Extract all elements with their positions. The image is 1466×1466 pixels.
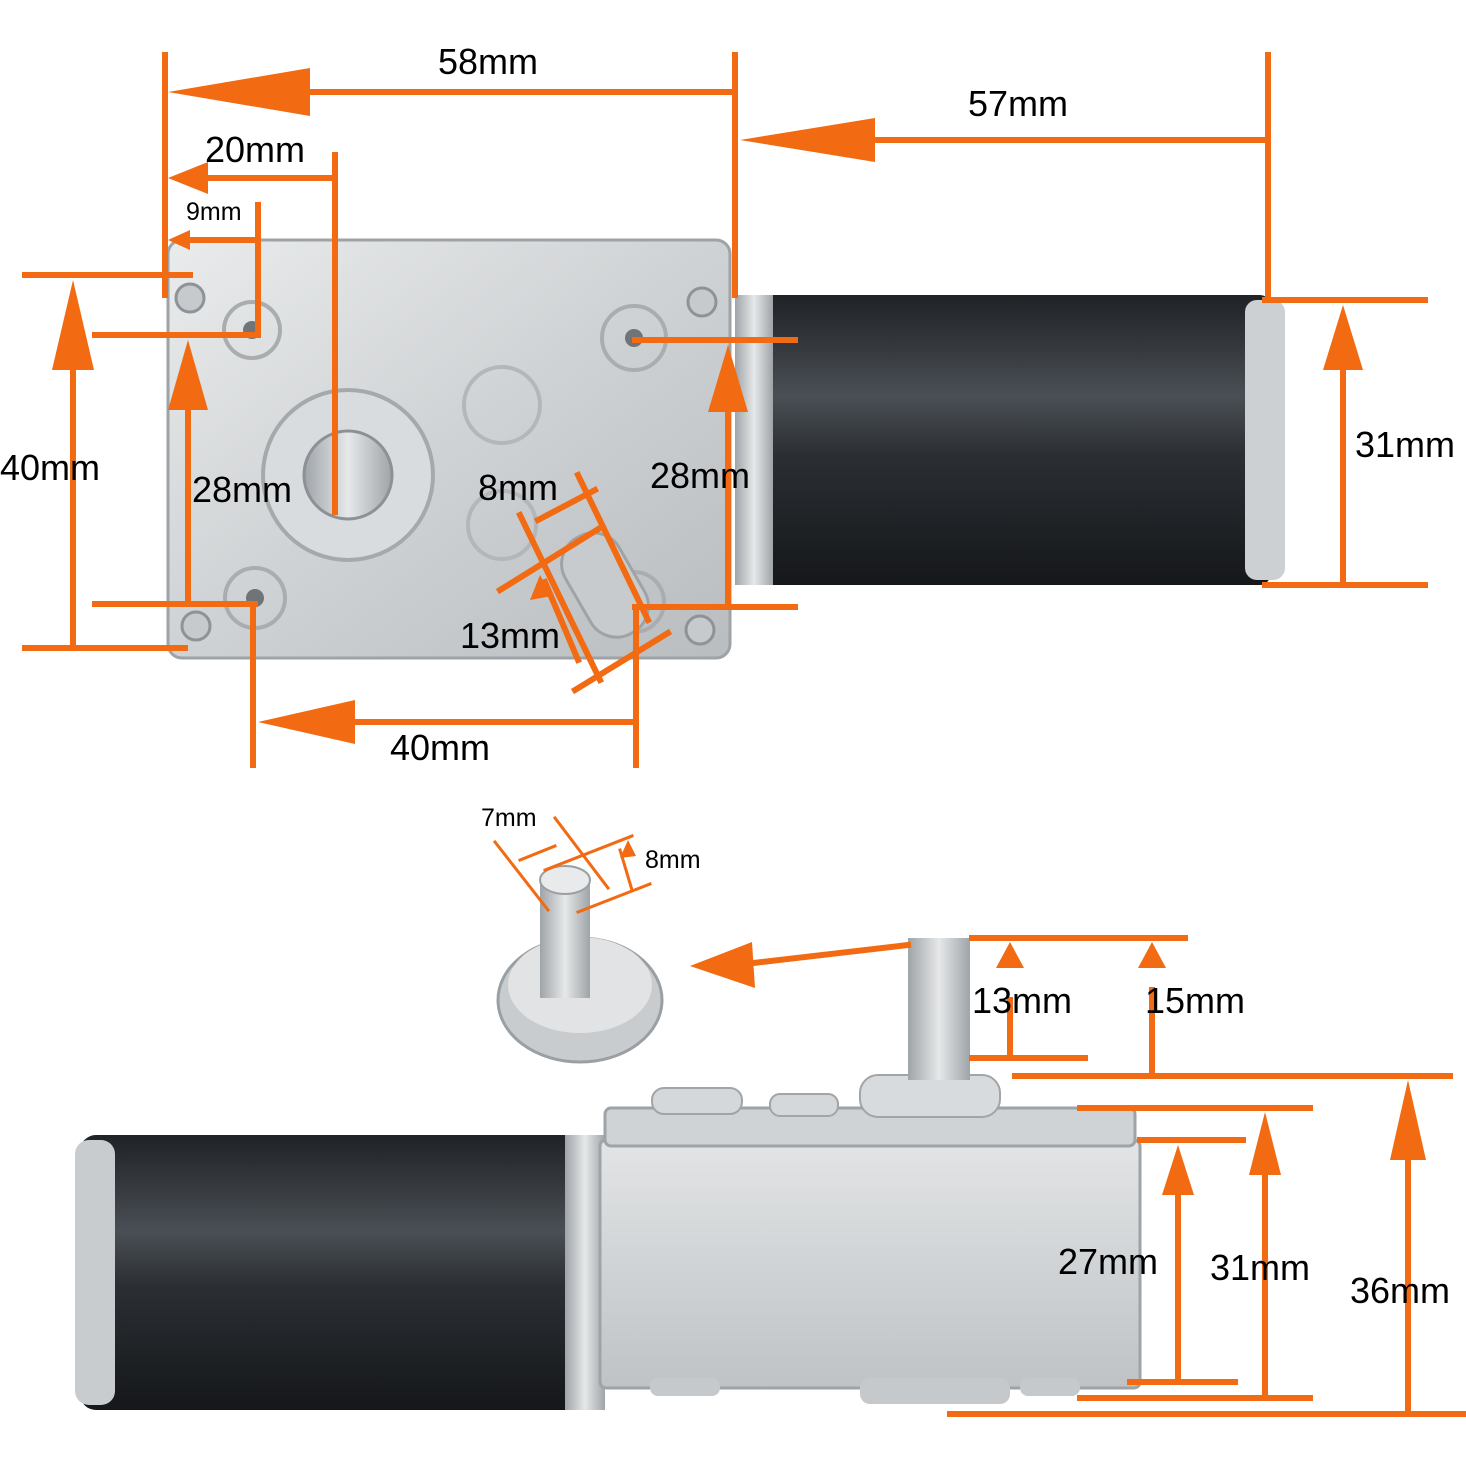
label-motor-diameter: 31mm [1355, 424, 1455, 465]
motor-collar [735, 295, 773, 585]
boss [466, 489, 538, 561]
motor-can [80, 1135, 605, 1410]
label-flat-depth: 8mm [645, 846, 701, 874]
label-hole-spacing-right: 28mm [650, 455, 750, 496]
arrow-up-icon [1323, 305, 1363, 370]
label-body-with-plate: 31mm [1210, 1247, 1310, 1288]
motor-can [735, 295, 1270, 585]
label-flat-length: 13mm [460, 615, 560, 656]
output-shaft [302, 429, 394, 521]
arrow-left-icon [168, 68, 310, 116]
label-housing-height: 40mm [0, 447, 100, 488]
arrow-left-icon [168, 230, 190, 250]
screw-icon [174, 282, 206, 314]
label-shaft-flat-height: 13mm [972, 980, 1072, 1021]
arrow-up-icon [1390, 1080, 1426, 1160]
label-bottom-hole-spacing: 40mm [390, 727, 490, 768]
mounting-hole [222, 300, 282, 360]
arrow-left-icon [740, 118, 875, 162]
shaft-body [540, 880, 590, 998]
bottom-boss [1020, 1378, 1080, 1396]
screw-icon [180, 610, 212, 642]
label-hole-spacing-left: 28mm [192, 469, 292, 510]
boss [769, 1093, 839, 1117]
shaft-tip [539, 865, 591, 895]
dimension-lines [22, 52, 1466, 1417]
label-total-height: 36mm [1350, 1270, 1450, 1311]
motor-collar [565, 1135, 605, 1410]
arrow-up-icon [708, 345, 748, 412]
label-motor-length: 57mm [968, 83, 1068, 124]
output-shaft [908, 938, 970, 1080]
label-top-width: 58mm [438, 41, 538, 82]
label-flat-width: 8mm [478, 467, 558, 508]
arrow-up-icon [530, 575, 552, 600]
bottom-boss [860, 1378, 1010, 1404]
front-view [166, 238, 1285, 660]
dimension-labels: 58mm 57mm 20mm 9mm 40mm 28mm 8mm 28mm 31… [0, 41, 1455, 1311]
screw-icon [684, 614, 716, 646]
arrow-up-icon [620, 840, 636, 858]
motor-end-cap [1245, 300, 1285, 580]
arrow-up-icon [168, 340, 208, 410]
shaft-detail [496, 865, 664, 1064]
arrow-up-icon [1138, 942, 1166, 968]
side-view [75, 938, 1142, 1410]
arrowheads [52, 68, 1426, 1195]
boss [462, 365, 542, 445]
arrow-up-icon [1249, 1112, 1281, 1175]
label-shaft-offset: 20mm [205, 129, 305, 170]
motor-end-cap [75, 1140, 115, 1405]
boss [651, 1087, 743, 1115]
housing-slot [560, 531, 650, 639]
arrow-left-icon [690, 942, 755, 988]
arrow-up-icon [52, 280, 94, 370]
arrow-up-icon [996, 942, 1024, 968]
bottom-boss [650, 1378, 720, 1396]
arrow-left-icon [258, 700, 355, 744]
arrow-up-icon [1162, 1145, 1194, 1195]
label-body-height: 27mm [1058, 1241, 1158, 1282]
label-hole-offset: 9mm [186, 198, 242, 226]
arrow-left-icon [168, 162, 208, 194]
screw-icon [686, 286, 718, 318]
label-shaft-height: 15mm [1145, 980, 1245, 1021]
label-shaft-diameter: 7mm [481, 804, 537, 832]
shaft-collar [859, 1074, 1001, 1118]
